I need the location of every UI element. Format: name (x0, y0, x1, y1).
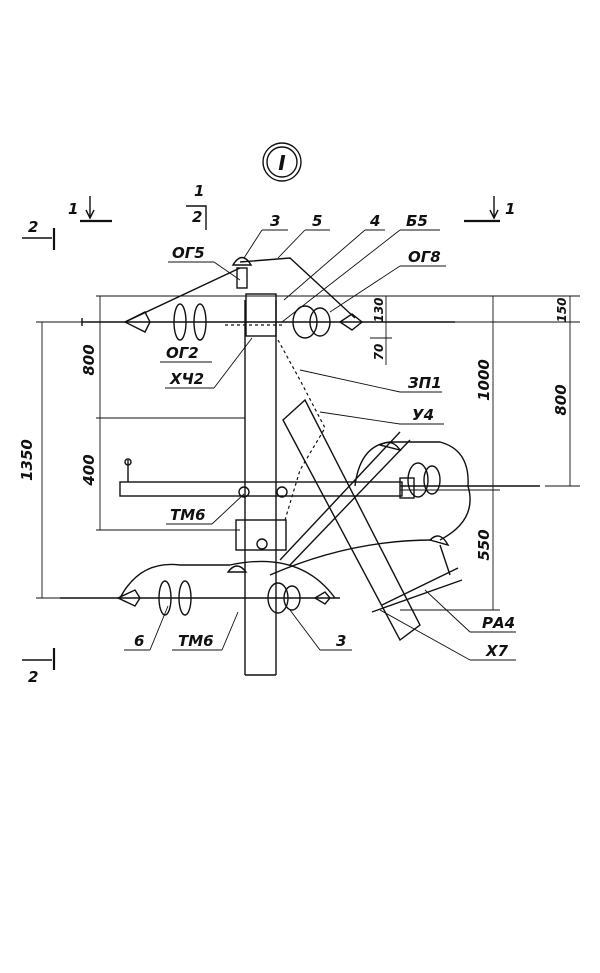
dim-70: 70 (372, 344, 386, 361)
dim-1000: 1000 (475, 359, 493, 401)
dim-1350: 1350 (18, 439, 36, 481)
section-1-left: 1 (68, 200, 78, 218)
callout-5: 5 (312, 212, 322, 230)
dim-800-left: 800 (80, 344, 98, 375)
section-2-top: 2 (28, 218, 38, 236)
callout-og8: ОГ8 (408, 248, 441, 266)
dim-400: 400 (80, 454, 98, 486)
crossarm (119, 458, 415, 551)
section-1-right: 1 (505, 200, 515, 218)
view-mark: I (262, 142, 302, 182)
callout-b5: Б5 (406, 212, 428, 230)
callout-u4: У4 (412, 406, 434, 424)
callout-3-top: 3 (270, 212, 280, 230)
callout-h7: Х7 (485, 642, 509, 660)
dimension-labels: 1350 800 400 130 70 1000 550 150 800 (18, 297, 570, 560)
section-2-bottom: 2 (28, 668, 38, 686)
callout-og2: ОГ2 (166, 344, 199, 362)
section-marks: 1 1 2 2 1 2 (22, 182, 515, 686)
callout-og5: ОГ5 (172, 244, 205, 262)
callout-tm6-upper: ТМ6 (170, 506, 206, 524)
callout-ra4: РА4 (482, 614, 515, 632)
dim-130: 130 (372, 297, 386, 322)
pole (244, 293, 463, 676)
callout-6: 6 (134, 632, 144, 650)
dimension-lines (36, 295, 580, 611)
dim-550: 550 (475, 529, 493, 560)
dim-800-right: 800 (552, 384, 570, 415)
dim-150: 150 (555, 297, 569, 322)
callout-4: 4 (369, 212, 380, 230)
pole-mark-num: 1 (194, 182, 204, 200)
conductors (60, 256, 540, 616)
callout-hch2: ХЧ2 (169, 370, 204, 388)
callout-tm6-lower: ТМ6 (178, 632, 214, 650)
callouts: 3 5 4 Б5 ОГ5 ОГ8 ОГ2 ХЧ2 ЗП1 У4 ТМ6 РА4 … (124, 212, 516, 661)
view-mark-label: I (278, 151, 286, 175)
pole-mark-den: 2 (192, 208, 202, 226)
callout-zp1: ЗП1 (408, 374, 442, 392)
callout-3-bottom: 3 (336, 632, 346, 650)
